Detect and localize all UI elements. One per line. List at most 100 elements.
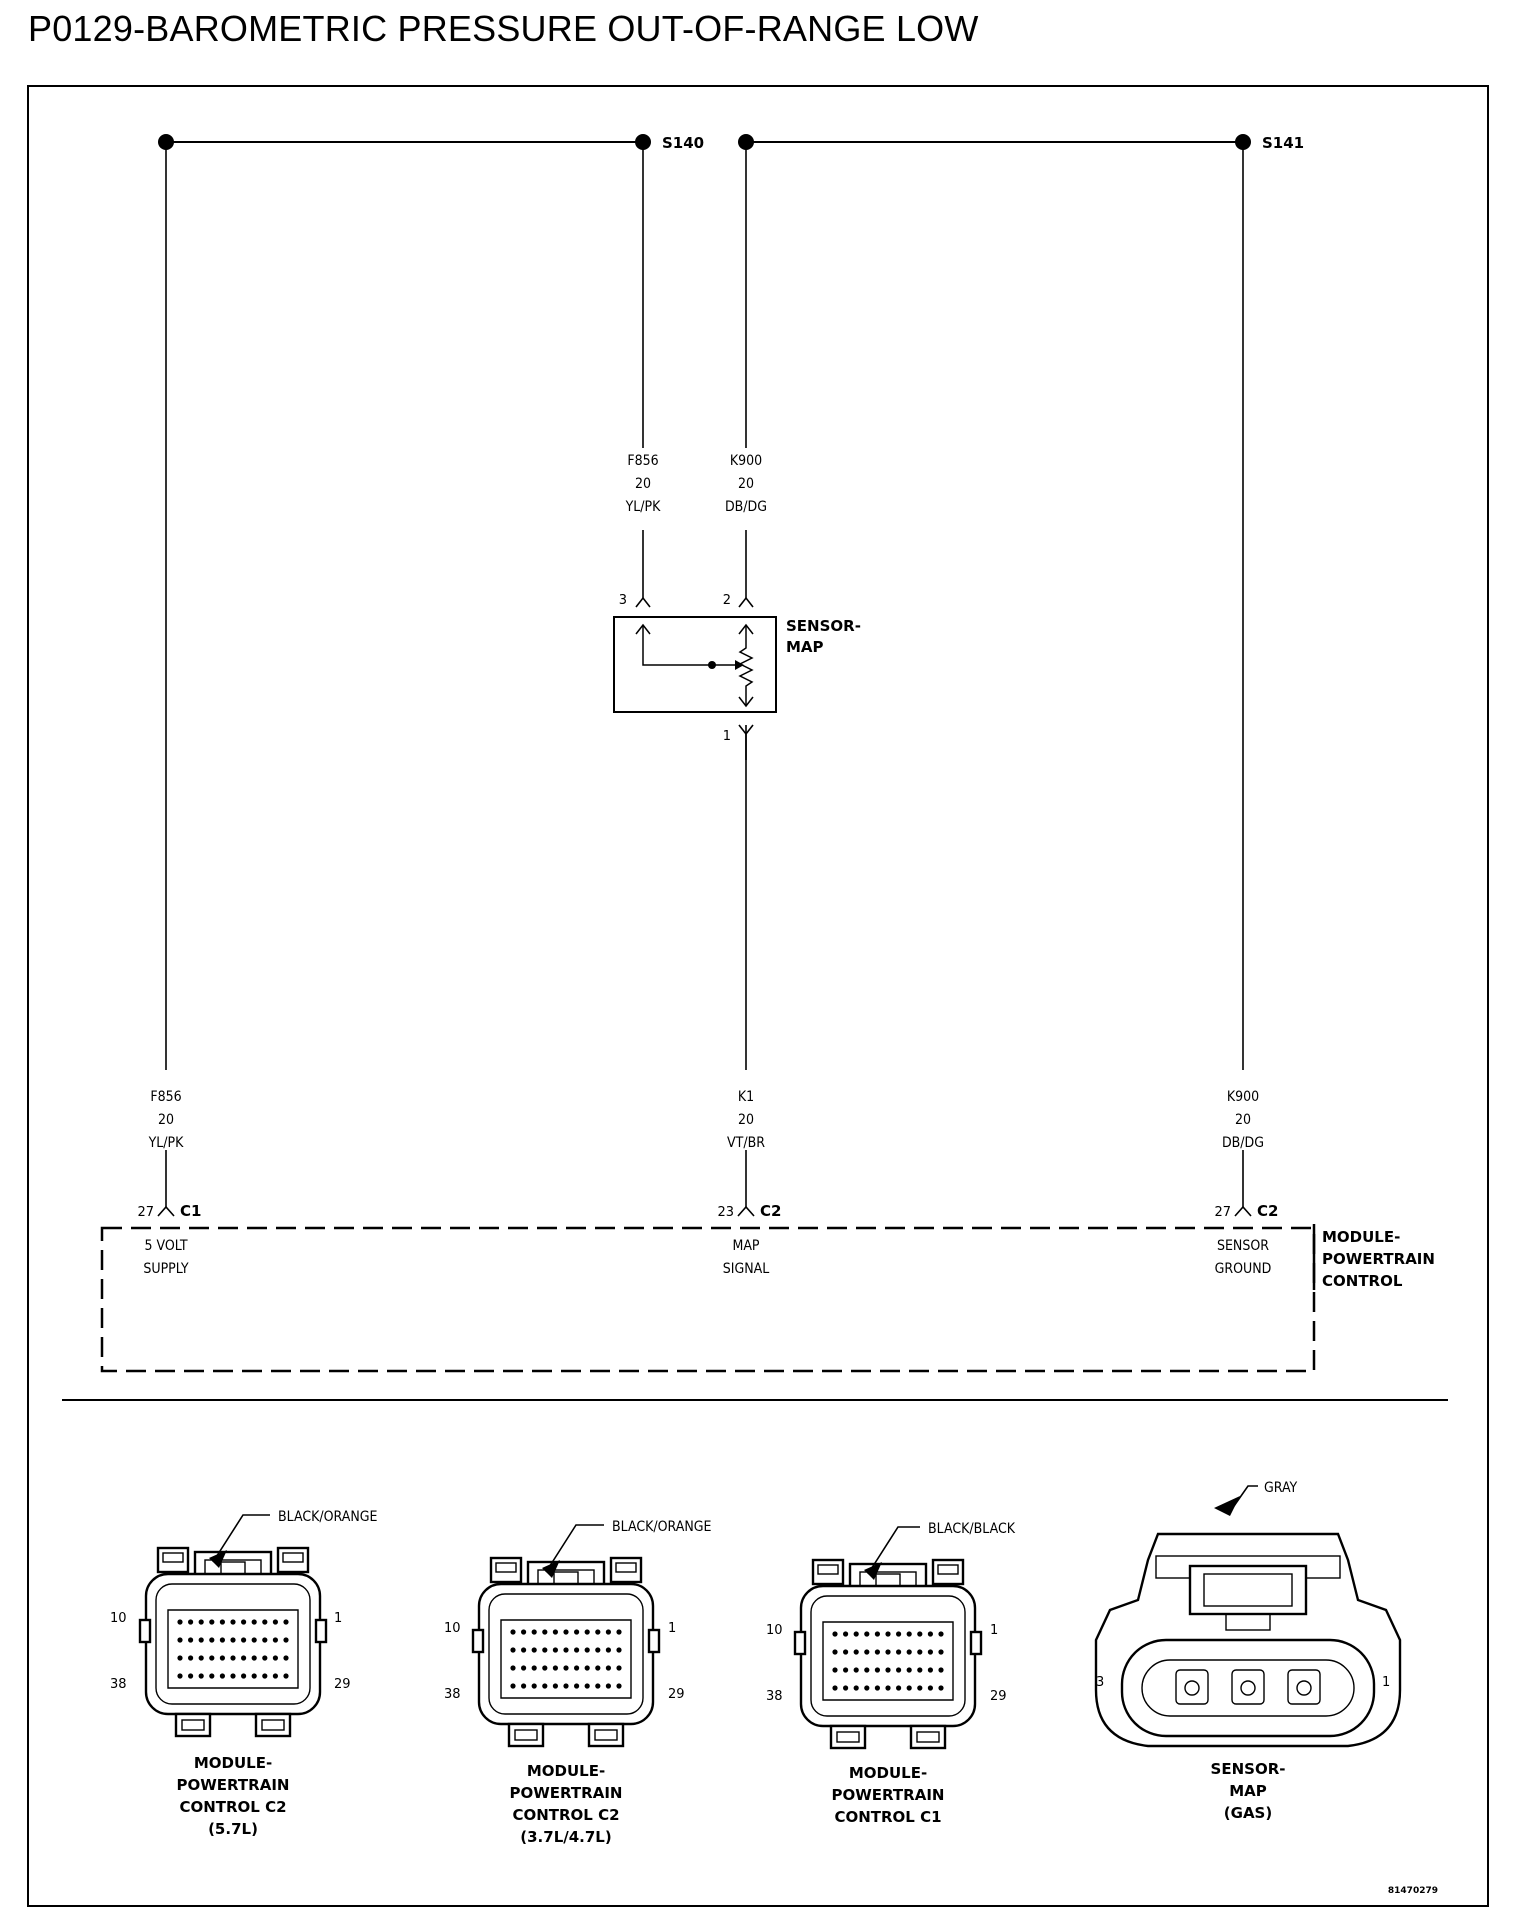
connector-pin-label: 1 bbox=[668, 1621, 676, 1636]
connector-pin-label: 3 bbox=[1096, 1675, 1104, 1690]
connector-side-key bbox=[647, 1628, 661, 1654]
connector-pin-hole bbox=[563, 1629, 569, 1635]
pcm-function-line1: SENSOR bbox=[1217, 1238, 1269, 1254]
connector-pin-hole bbox=[906, 1667, 912, 1673]
pcm-function-line2: SIGNAL bbox=[723, 1261, 770, 1277]
connector-pin-hole bbox=[584, 1665, 590, 1671]
connector-3-labels: BLACK/BLACK 10 1 38 29 MODULE- POWERTRAI… bbox=[766, 1521, 1016, 1826]
connector-pin-hole bbox=[927, 1667, 934, 1673]
connector-pin-hole bbox=[938, 1631, 944, 1637]
connector-leader-arrow bbox=[209, 1550, 227, 1568]
connector-body-inner bbox=[155, 1583, 311, 1705]
wire-circuit-k900: K900 bbox=[730, 453, 762, 469]
connector-pin-hole bbox=[595, 1647, 601, 1653]
sensor-outline bbox=[613, 616, 777, 713]
pcm-connector-id: C2 bbox=[1257, 1202, 1278, 1220]
connector-foot bbox=[587, 1722, 625, 1748]
connector-foot-detail bbox=[514, 1729, 538, 1741]
connector-pin-hole bbox=[917, 1649, 923, 1655]
connector-pin-hole bbox=[864, 1631, 870, 1637]
connector-foot-detail bbox=[261, 1719, 285, 1731]
connector-pin-hole bbox=[896, 1631, 902, 1637]
wire-circuit: K900 bbox=[1227, 1089, 1259, 1105]
sensor-connector-latch-neck bbox=[1225, 1613, 1271, 1631]
connector-pin-hole bbox=[251, 1619, 257, 1625]
connector-pin-hole bbox=[563, 1647, 569, 1653]
connector-body bbox=[477, 1582, 655, 1726]
connector-pin-hole bbox=[853, 1649, 859, 1655]
connector-pin-hole bbox=[188, 1655, 194, 1661]
pcm-function-line2: GROUND bbox=[1215, 1261, 1272, 1277]
connector-pin-hole bbox=[874, 1649, 881, 1655]
connector-pin-hole bbox=[605, 1647, 612, 1653]
connector-pin-hole bbox=[188, 1619, 194, 1625]
connector-foot bbox=[909, 1724, 947, 1750]
connector-pin-hole bbox=[188, 1637, 194, 1643]
connector-pin-hole bbox=[521, 1647, 527, 1653]
connector-name-line1: SENSOR- bbox=[1211, 1760, 1286, 1778]
sensor-label-line1: SENSOR- bbox=[786, 617, 861, 635]
connector-side-key bbox=[793, 1630, 807, 1656]
connector-pin-hole bbox=[521, 1665, 527, 1671]
connector-foot bbox=[829, 1724, 867, 1750]
connector-pin-hole bbox=[584, 1629, 590, 1635]
connector-name-line4: (3.7L/4.7L) bbox=[520, 1828, 611, 1846]
connector-name-line1: MODULE- bbox=[527, 1762, 605, 1780]
connector-pin-hole bbox=[241, 1655, 247, 1661]
pcm-pin-number: 27 bbox=[137, 1205, 154, 1220]
connector-pin-hole bbox=[843, 1685, 849, 1691]
connector-leader-arrow bbox=[542, 1560, 560, 1578]
connector-pin-hole bbox=[938, 1685, 944, 1691]
module-label-line1: MODULE- bbox=[1322, 1228, 1400, 1246]
connector-pin-hole bbox=[563, 1665, 569, 1671]
connector-pin-label: 10 bbox=[444, 1621, 461, 1636]
connector-foot-detail bbox=[916, 1731, 940, 1743]
connector-body-inner bbox=[810, 1595, 966, 1717]
connector-name-line4: (5.7L) bbox=[208, 1820, 258, 1838]
connector-pin-hole bbox=[272, 1619, 278, 1625]
connector-pin-hole bbox=[574, 1683, 580, 1689]
connector-pin-hole bbox=[906, 1631, 912, 1637]
connector-pin-label: 1 bbox=[334, 1611, 342, 1626]
connector-pin-hole bbox=[574, 1647, 580, 1653]
connector-name-line2: POWERTRAIN bbox=[832, 1786, 945, 1804]
connector-pin-hole bbox=[542, 1665, 548, 1671]
connector-pin-hole bbox=[531, 1665, 537, 1671]
connector-pin-hole bbox=[616, 1665, 622, 1671]
pcm-connector-id: C1 bbox=[180, 1202, 201, 1220]
wires bbox=[165, 142, 1244, 1207]
connector-face bbox=[500, 1619, 632, 1699]
pcm-pin-symbols bbox=[157, 1205, 1252, 1217]
connector-name-line1: MODULE- bbox=[194, 1754, 272, 1772]
connector-pin-label: 38 bbox=[110, 1677, 127, 1692]
connector-pin-hole bbox=[896, 1685, 902, 1691]
connector-pin-label: 1 bbox=[990, 1623, 998, 1638]
connector-tab-detail bbox=[817, 1564, 839, 1575]
connector-pin-hole bbox=[251, 1673, 257, 1679]
connector-pin-hole bbox=[209, 1619, 215, 1625]
label-mask bbox=[130, 1070, 210, 1150]
pin-arrow bbox=[738, 696, 754, 708]
connector-pin-hole bbox=[230, 1637, 236, 1643]
connector-pin-hole bbox=[552, 1665, 559, 1671]
connector-tab-detail bbox=[282, 1552, 304, 1563]
diagram-frame bbox=[27, 85, 1489, 1907]
connector-pin-hole bbox=[251, 1637, 257, 1643]
connector-pin-hole bbox=[283, 1655, 289, 1661]
connector-pin-hole bbox=[283, 1619, 289, 1625]
connector-foot bbox=[507, 1722, 545, 1748]
connector-pin-hole bbox=[917, 1685, 923, 1691]
connector-pin-hole bbox=[177, 1673, 183, 1679]
connector-foot bbox=[174, 1712, 212, 1738]
sensor-pin-1: 1 bbox=[723, 729, 731, 744]
connector-name-line2: POWERTRAIN bbox=[510, 1784, 623, 1802]
connector-pin-hole bbox=[241, 1673, 247, 1679]
connector-pin-hole bbox=[885, 1685, 891, 1691]
connector-pin-hole bbox=[874, 1631, 881, 1637]
sensor-connector-leader bbox=[1233, 1485, 1258, 1507]
connector-name-line3: CONTROL C2 bbox=[179, 1798, 286, 1816]
module-label-line2: POWERTRAIN bbox=[1322, 1250, 1435, 1268]
connector-pin-hole bbox=[262, 1637, 268, 1643]
connector-side-key bbox=[138, 1618, 152, 1644]
sensor-connector-latch bbox=[1188, 1564, 1308, 1616]
